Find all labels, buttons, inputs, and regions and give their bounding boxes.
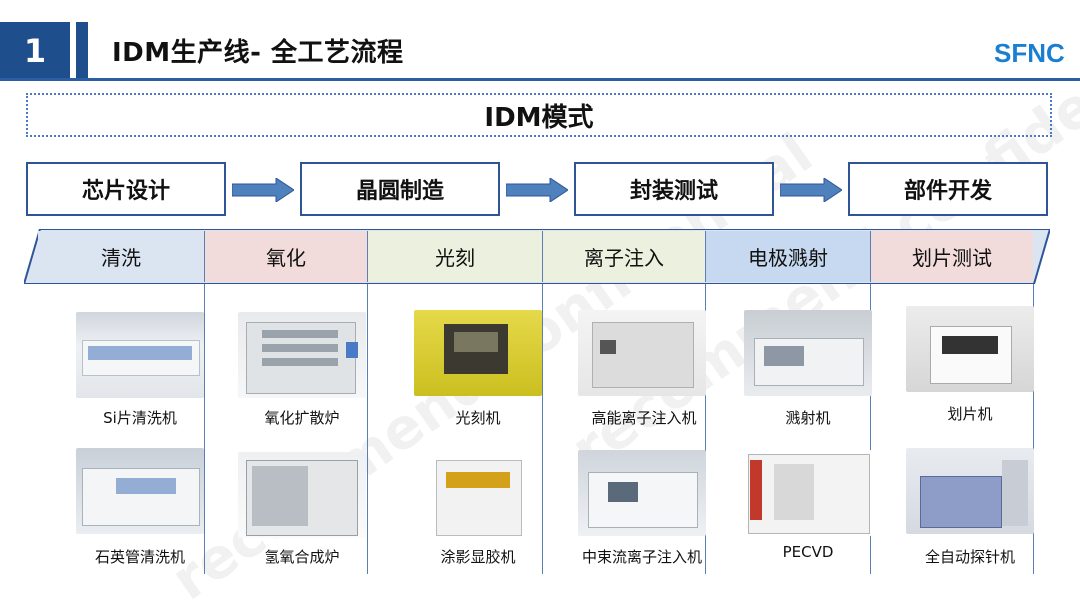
equipment-photo	[906, 306, 1034, 392]
hydrogen-oxygen-furnace-photo	[238, 452, 366, 538]
column-divider	[1033, 284, 1034, 574]
column-divider	[367, 284, 368, 574]
mode-label: IDM模式	[484, 102, 594, 133]
flow-step-component-dev: 部件开发	[848, 162, 1048, 216]
dicing-machine-photo	[906, 306, 1034, 392]
band-separator	[705, 231, 706, 282]
equipment-label: PECVD	[782, 543, 834, 561]
wafer-cleaner-photo	[76, 312, 204, 398]
header-accent-bar	[76, 22, 88, 80]
ion-implanter-photo	[578, 310, 706, 396]
band-separator	[204, 231, 205, 282]
band-separator	[870, 231, 871, 282]
band-separator	[367, 231, 368, 282]
company-logo: SFNC	[994, 38, 1065, 68]
lithography-machine-photo	[414, 310, 542, 396]
oxidation-furnace-photo	[238, 312, 366, 398]
equipment-photo	[76, 448, 204, 534]
process-step-ion-implant: 离子注入	[543, 231, 705, 282]
equipment-label: 中束流离子注入机	[581, 548, 703, 566]
header-divider	[0, 78, 1080, 81]
sputter-machine-photo	[744, 310, 872, 396]
section-number: 1	[0, 22, 70, 80]
equipment-label: 光刻机	[455, 409, 501, 427]
flow-step-wafer-fab: 晶圆制造	[300, 162, 500, 216]
equipment-label: 划片机	[947, 405, 993, 423]
mode-box: IDM模式	[26, 93, 1052, 137]
band-separator	[542, 231, 543, 282]
page-title: IDM生产线- 全工艺流程	[112, 38, 404, 68]
equipment-label: 涂影显胶机	[440, 548, 516, 566]
column-divider	[705, 284, 706, 574]
equipment-photo	[414, 310, 542, 396]
equipment-photo	[76, 312, 204, 398]
equipment-label: 氢氧合成炉	[264, 548, 340, 566]
column-divider	[542, 284, 543, 574]
column-divider	[870, 284, 871, 574]
quartz-tube-cleaner-photo	[76, 448, 204, 534]
equipment-photo	[906, 448, 1034, 534]
equipment-photo	[578, 450, 706, 536]
arrow-right-icon	[232, 178, 294, 202]
equipment-label: 高能离子注入机	[591, 409, 697, 427]
equipment-label: 石英管清洗机	[94, 548, 186, 566]
flow-step-chip-design: 芯片设计	[26, 162, 226, 216]
process-step-oxidation: 氧化	[205, 231, 367, 282]
arrow-right-icon	[780, 178, 842, 202]
column-divider	[204, 284, 205, 574]
equipment-label: 氧化扩散炉	[264, 409, 340, 427]
process-step-dicing-test: 划片测试	[871, 231, 1033, 282]
equipment-photo	[744, 310, 872, 396]
svg-text:SFNC: SFNC	[994, 38, 1065, 68]
equipment-label: Si片清洗机	[103, 409, 177, 427]
process-step-cleaning: 清洗	[38, 231, 204, 282]
pecvd-machine-photo	[744, 450, 872, 536]
arrow-right-icon	[506, 178, 568, 202]
equipment-label: 溅射机	[785, 409, 831, 427]
process-step-electrode-sputter: 电极溅射	[706, 231, 870, 282]
equipment-photo	[238, 452, 366, 538]
equipment-photo	[744, 450, 872, 536]
flow-step-packaging-test: 封装测试	[574, 162, 774, 216]
auto-prober-photo	[906, 448, 1034, 534]
medium-current-implanter-photo	[578, 450, 706, 536]
equipment-photo	[414, 452, 542, 538]
process-step-lithography: 光刻	[368, 231, 542, 282]
equipment-photo	[578, 310, 706, 396]
equipment-label: 全自动探针机	[924, 548, 1016, 566]
equipment-photo	[238, 312, 366, 398]
coater-developer-photo	[414, 452, 542, 538]
